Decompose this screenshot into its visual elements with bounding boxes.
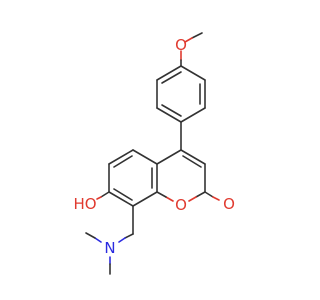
bond-o1-c8a-red xyxy=(165,196,174,202)
bond-c2-carbonyl xyxy=(204,191,214,198)
bond-o1-c8a xyxy=(156,191,167,198)
bond-methyl-o-red xyxy=(184,37,193,43)
bond-layer xyxy=(85,32,220,275)
bond-aryl-4 xyxy=(156,107,182,123)
molecule-structure: O HO O O N xyxy=(73,32,235,275)
bond-aryl-inner-2 xyxy=(161,104,182,117)
bond-aryl-3 xyxy=(180,107,206,123)
bond-c2-carbonyl-red xyxy=(212,196,220,201)
bond-c4-c3 xyxy=(180,149,206,165)
bond-c2-o1 xyxy=(195,191,206,198)
hydroxy-label: HO xyxy=(73,195,96,213)
bond-c4a-c4 xyxy=(156,149,182,165)
atom-labels: O HO O O N xyxy=(73,36,234,257)
bond-c2-o1-red xyxy=(188,196,197,202)
bond-c7-c8 xyxy=(108,191,134,207)
bond-ch2-n xyxy=(124,233,134,239)
bond-methyl-o xyxy=(191,32,203,39)
bond-aryl-1 xyxy=(180,65,206,81)
bond-c5-c6-double xyxy=(113,155,133,168)
bond-c8-c8a xyxy=(132,191,158,207)
carbonyl-oxygen-label: O xyxy=(223,195,235,213)
bond-c4a-c5 xyxy=(132,149,158,165)
bond-c7-c8-double xyxy=(113,188,133,201)
bond-n-methyl1-blue xyxy=(94,237,102,243)
amine-nitrogen-label: N xyxy=(104,239,115,257)
bond-c7-oh-red xyxy=(96,196,102,200)
ring-oxygen-label: O xyxy=(175,196,187,214)
bond-aryl-6 xyxy=(156,65,182,81)
bond-aryl-inner-3 xyxy=(161,71,182,84)
bond-c4-c3-double xyxy=(182,155,202,168)
methoxy-oxygen-label: O xyxy=(175,36,187,54)
bond-c5-c6 xyxy=(108,149,134,165)
bond-c7-oh xyxy=(100,191,110,198)
bond-ch2-n-blue xyxy=(118,237,126,243)
bond-n-methyl1 xyxy=(85,232,96,239)
